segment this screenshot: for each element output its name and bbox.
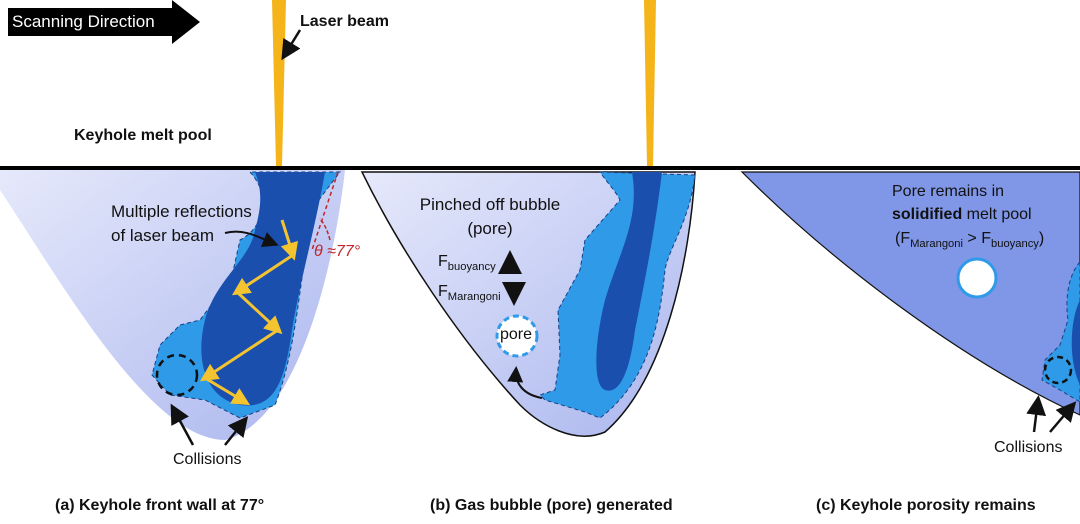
buoyancy-subscript: buoyancy <box>447 261 496 273</box>
collision-arrow-c1 <box>1026 395 1047 433</box>
angle-arc <box>319 217 331 241</box>
keyhole-cavity-b <box>596 172 662 391</box>
marangoni-force-label: FMarangoni <box>438 283 501 303</box>
pore-label: pore <box>500 326 533 343</box>
f-symbol: F <box>438 283 448 300</box>
marangoni-subscript: Marangoni <box>447 291 501 303</box>
pore-motion-arrow <box>507 366 543 399</box>
surface-line <box>0 166 1080 170</box>
reflections-label-1: Multiple reflections <box>111 202 252 221</box>
laser-beam-label: Laser beam <box>300 13 389 30</box>
f-symbol: F <box>438 253 448 270</box>
scanning-direction-label: Scanning Direction <box>12 12 155 31</box>
collisions-label-a: Collisions <box>173 451 242 468</box>
melt-pool-text: melt pool <box>962 206 1032 223</box>
angle-label: θ ≈77° <box>314 243 361 260</box>
keyhole-cavity-a <box>201 172 325 406</box>
keyhole-cavity-c <box>1071 300 1080 385</box>
buoyancy-force-label: Fbuoyancy <box>438 253 496 273</box>
solidified-text: solidified <box>892 206 963 223</box>
collision-arrow-a1 <box>170 403 195 446</box>
caption-c: (c) Keyhole porosity remains <box>816 497 1036 514</box>
reflections-pointer <box>224 230 279 247</box>
collision-arrow-c2 <box>1049 401 1077 433</box>
laser-reflection-arrows <box>199 219 298 406</box>
laser-beam-a <box>272 0 286 166</box>
keyhole-wall-c <box>1041 261 1080 403</box>
laser-beam-b <box>644 0 656 166</box>
collision-circle-a <box>155 353 199 397</box>
pore-remains-line2: solidified melt pool <box>892 206 1032 224</box>
caption-a: (a) Keyhole front wall at 77° <box>55 497 265 514</box>
pore-remains-line1: Pore remains in <box>892 183 1005 200</box>
collisions-label-c: Collisions <box>994 439 1063 456</box>
pinched-bubble-label: Pinched off bubble (pore) <box>400 193 580 241</box>
laser-pointer-arrow <box>281 29 302 61</box>
greater-than: > F <box>962 230 991 247</box>
paren-close: ) <box>1038 230 1045 247</box>
pinched-bubble-line1: Pinched off bubble <box>419 195 561 214</box>
marangoni-subscript: Marangoni <box>910 238 963 250</box>
pore-b <box>495 314 539 358</box>
force-comparison: (FMarangoni > Fbuoyancy) <box>895 230 1044 250</box>
collision-arrow-a2 <box>224 416 249 446</box>
scanning-direction-arrow <box>8 0 200 44</box>
paren-open: (F <box>895 230 911 247</box>
collision-circle-c <box>1043 355 1073 385</box>
keyhole-melt-pool-label: Keyhole melt pool <box>74 127 212 144</box>
pore-c <box>956 257 998 299</box>
pinched-bubble-line2: (pore) <box>467 219 513 238</box>
caption-b: (b) Gas bubble (pore) generated <box>430 497 673 514</box>
buoyancy-subscript: buoyancy <box>991 238 1039 250</box>
reflections-label-2: of laser beam <box>111 226 214 245</box>
